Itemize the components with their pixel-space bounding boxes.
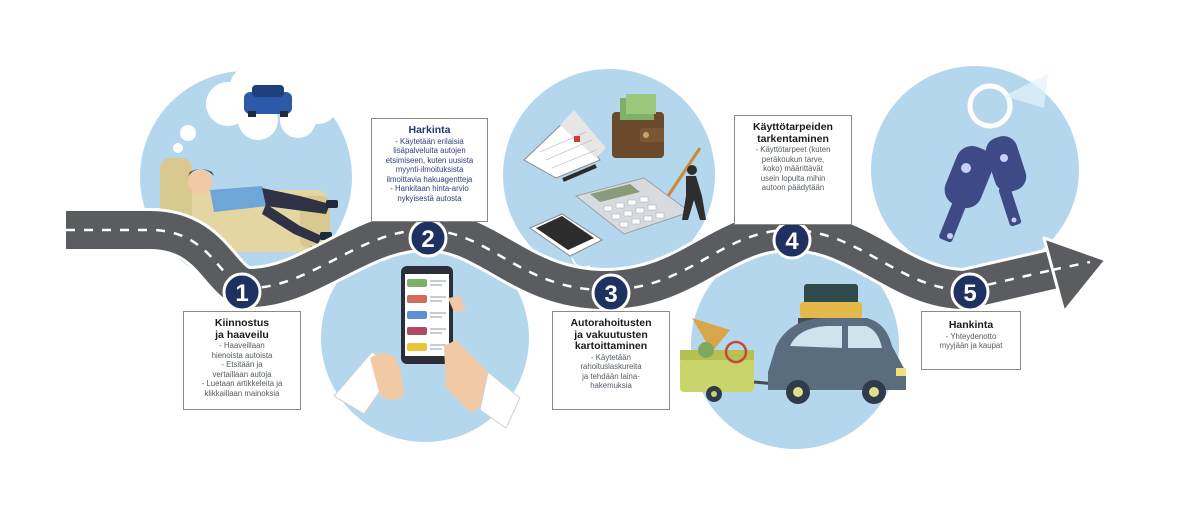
step-1-text-line: - Haaveillaan [219, 341, 265, 350]
step-1-text-line: klikkaillaan mainoksia [204, 388, 280, 398]
step-3-number: 3 [604, 281, 617, 308]
step-4-number: 4 [785, 228, 799, 255]
step-5-number: 5 [963, 280, 976, 307]
step-4-badge: 4 [772, 220, 812, 260]
step-1-number: 1 [235, 280, 248, 307]
step-3-title-line: Autorahoitusten [570, 317, 652, 329]
step-2-title-line: Harkinta [408, 124, 451, 136]
step-4-card: Käyttötarpeiden tarkentaminen - Käyttöta… [734, 115, 852, 225]
step-2-text-line: - Hankitaan hinta-arvio [390, 184, 469, 194]
step-1-text-line: - Luetaan artikkeleita ja [201, 379, 283, 389]
step-5-badge: 5 [950, 272, 990, 312]
step-2-text-line: etsimiseen, kuten uusista [385, 155, 474, 165]
step-4-text-line: - Käyttötarpeet (kuten [755, 145, 831, 154]
step-4-title-line: tarkentaminen [757, 132, 829, 145]
step-4-text-line: koko) määrittävät [763, 164, 823, 174]
step-2-badge: 2 [408, 218, 448, 258]
step-4-text-line: peräkoukun tarve, [761, 154, 825, 164]
step-3-card: Autorahoitusten ja vakuutusten kartoitta… [552, 311, 670, 410]
step-2-text-line: nykyisestä autosta [397, 194, 462, 204]
calculator-calendar-wallet-icon [523, 94, 706, 268]
road-arrowhead [1042, 236, 1108, 314]
step-1-card: Kiinnostus ja haaveilu - Haaveillaan hie… [183, 311, 301, 410]
step-4-title-line: Käyttötarpeiden [753, 121, 833, 133]
step-2-text-line: ilmoittavia hakuagentteja [386, 174, 473, 184]
step-5-text-line: myyjään ja kaupat [939, 341, 1003, 351]
step-3-text-line: - Käytetään [591, 352, 631, 362]
step-2-number: 2 [421, 226, 434, 253]
step-2-card: Harkinta - Käytetään erilaisia lisäpalve… [371, 118, 488, 222]
step-2-text-line: lisäpalveluita autojen [393, 146, 466, 156]
step-3-text-line: hakemuksia [590, 381, 632, 391]
step-3-badge: 3 [591, 273, 631, 313]
car-with-trailer-icon [680, 284, 906, 404]
step-3-text-line: ja tehdään laina- [582, 371, 640, 381]
step-1-title-line: ja haaveilu [215, 328, 269, 341]
step-3-title-line: kartoittaminen [574, 340, 648, 352]
car-keys-icon [939, 74, 1048, 243]
step-5-card: Hankinta - Yhteydenotto myyjään ja kaupa… [921, 311, 1021, 370]
step-4-text-line: usein lopulta mihin [760, 173, 826, 183]
smartphone-car-listing-icon [333, 266, 521, 429]
step-1-text-line: vertaillaan autoja [212, 369, 272, 379]
step-3-text-line: rahoituslaskureita [580, 362, 642, 372]
step-3-title-line: ja vakuutusten [574, 328, 648, 341]
step-4-text-line: autoon päädytään [761, 183, 825, 193]
step-2-text-line: myynti-ilmoituksista [395, 165, 464, 175]
step-1-badge: 1 [222, 272, 262, 312]
step-2-text-line: - Käytetään erilaisia [395, 136, 464, 146]
step-1-title-line: Kiinnostus [214, 317, 270, 329]
step-5-text-line: - Yhteydenotto [945, 331, 997, 341]
step-1-text-line: - Etsitään ja [221, 360, 263, 370]
step-5-title-line: Hankinta [948, 319, 994, 331]
step-1-text-line: hienoista autoista [211, 350, 273, 360]
